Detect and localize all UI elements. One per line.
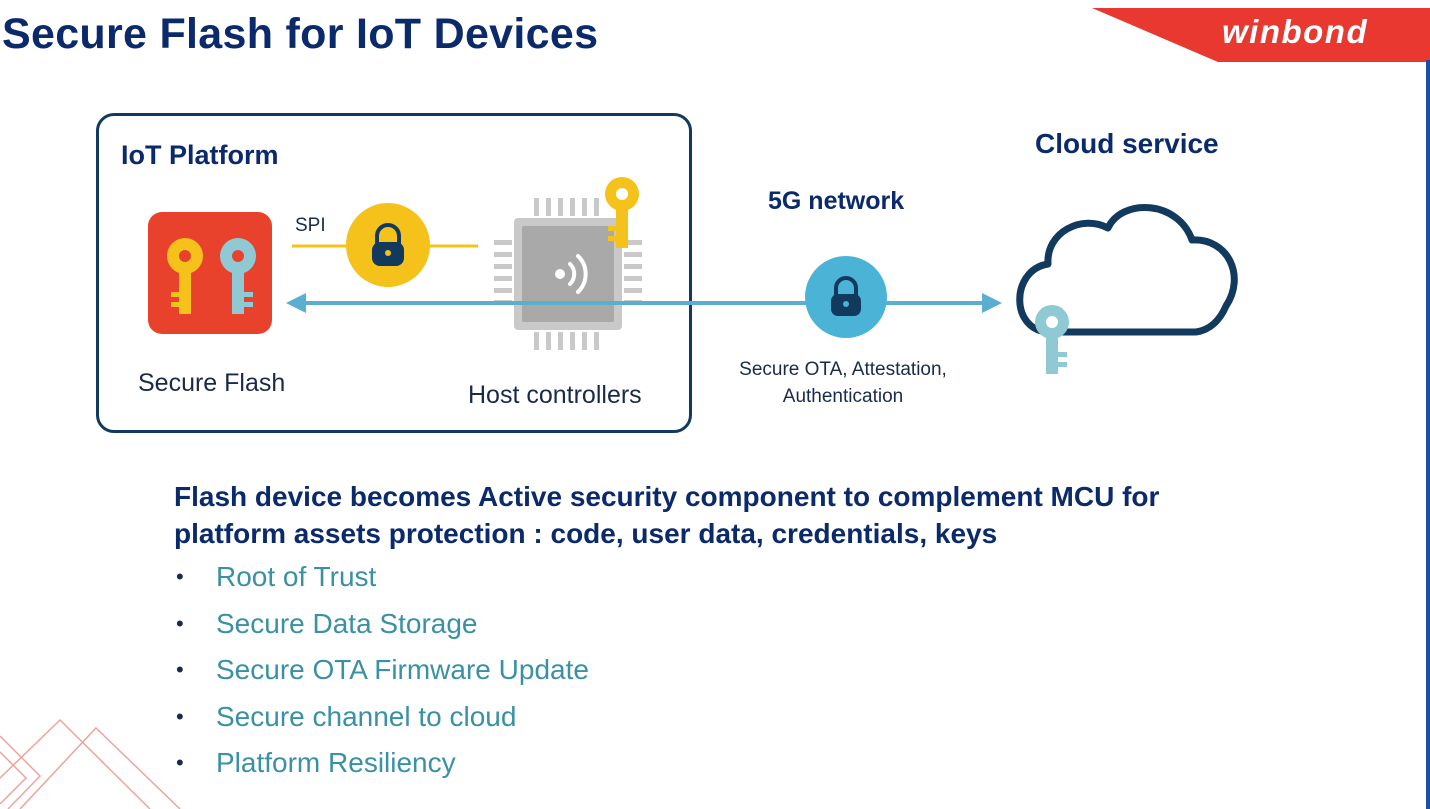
bullet-marker: •: [176, 610, 184, 636]
headline-text: Flash device becomes Active security com…: [174, 481, 1160, 549]
corner-decoration: [0, 718, 181, 809]
bullet-text: Platform Resiliency: [216, 747, 456, 778]
list-item: • Secure OTA Firmware Update: [176, 650, 589, 697]
iot-platform-box: [96, 113, 692, 433]
winbond-logo: winbond: [1222, 13, 1369, 50]
list-item: • Platform Resiliency: [176, 743, 589, 790]
host-controllers-label: Host controllers: [468, 381, 642, 409]
bullet-marker: •: [176, 657, 184, 682]
list-item: • Root of Trust: [176, 557, 589, 604]
bullet-text: Secure Data Storage: [216, 607, 478, 639]
list-item: • Secure channel to cloud: [176, 697, 589, 744]
bullet-marker: •: [176, 750, 184, 775]
secure-flash-label: Secure Flash: [138, 369, 286, 397]
bullet-text: Secure channel to cloud: [216, 700, 517, 732]
cloud-icon: [1016, 204, 1238, 336]
slide-title: Secure Flash for IoT Devices: [2, 10, 599, 58]
bullet-marker: •: [176, 564, 184, 589]
lock-icon: [805, 256, 887, 338]
cloud-service-label: Cloud service: [1035, 128, 1219, 159]
key-icon: [167, 238, 203, 314]
network-caption: Secure OTA, Attestation, Authentication: [739, 359, 947, 407]
slide-border: [1426, 60, 1430, 809]
key-icon: [220, 238, 256, 314]
feature-list: • Root of Trust • Secure Data Storage • …: [176, 557, 589, 790]
list-item: • Secure Data Storage: [176, 604, 589, 651]
spi-label: SPI: [295, 215, 326, 236]
key-icon: [1035, 305, 1069, 374]
key-icon: [605, 177, 639, 248]
network-label: 5G network: [768, 187, 905, 215]
wireless-icon: [555, 254, 588, 294]
secure-flash-chip: [148, 212, 272, 334]
bullet-text: Secure OTA Firmware Update: [216, 654, 589, 685]
bullet-text: Root of Trust: [216, 561, 377, 592]
lock-icon: [346, 203, 430, 287]
bullet-marker: •: [176, 703, 184, 729]
iot-platform-label: IoT Platform: [121, 140, 279, 170]
arrow-icon: [286, 293, 1002, 313]
